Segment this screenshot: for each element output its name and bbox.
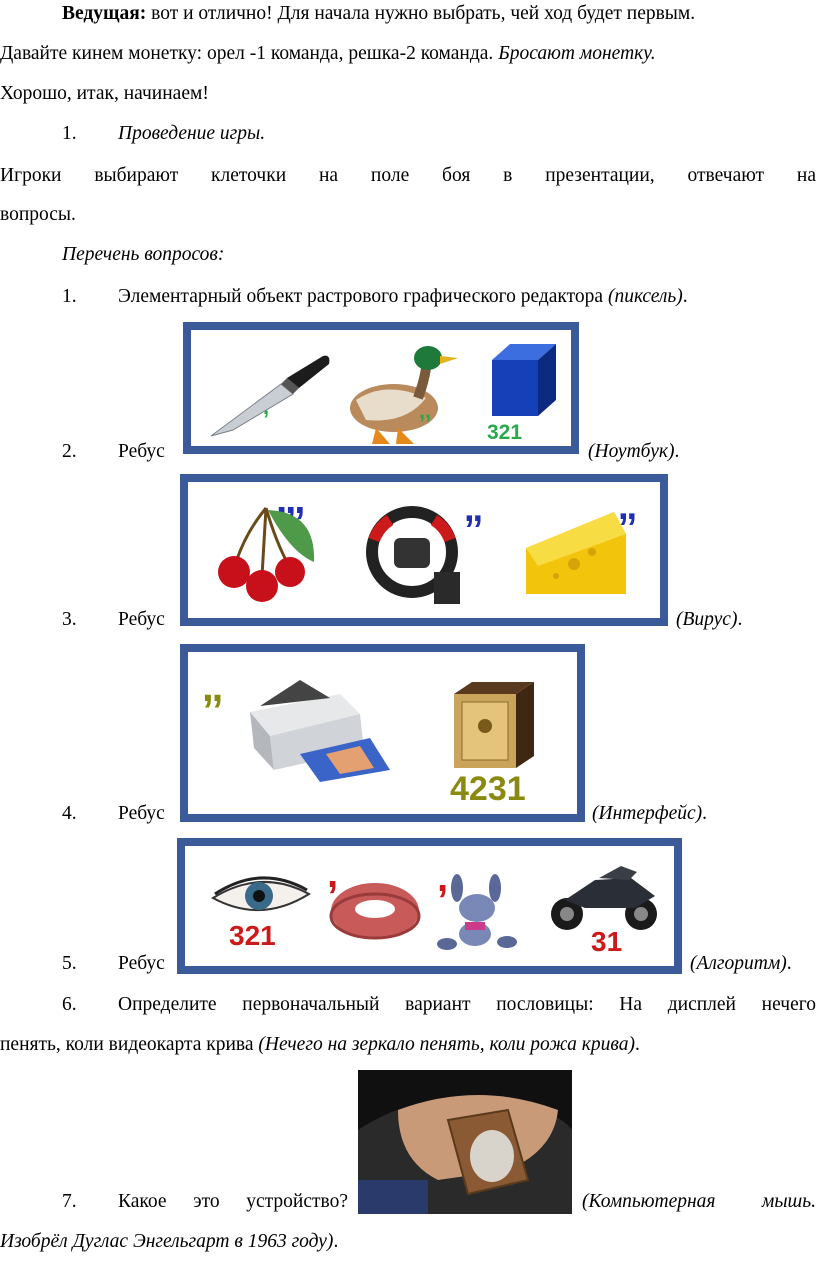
motorcycle-image — [551, 866, 657, 930]
rebus-3-frame: ,,, ,, ,, — [180, 474, 668, 626]
intro-line-3: Хорошо, итак, начинаем! — [0, 83, 209, 104]
question-1-number: 1. — [62, 286, 77, 307]
cube-image — [492, 344, 556, 416]
rebus-2-mark-2: ,, — [419, 398, 432, 423]
question-2-text: Ребус — [118, 441, 165, 462]
questions-heading: Перечень вопросов: — [62, 244, 225, 265]
rebus-4-digits: 4231 — [450, 770, 526, 808]
rebus-5-digits-1: 321 — [229, 920, 276, 951]
cherries-image — [218, 507, 315, 602]
question-3-number: 3. — [62, 609, 77, 630]
question-3-text: Ребус — [118, 609, 165, 630]
players-line-2: вопросы. — [0, 204, 76, 225]
question-4-text: Ребус — [118, 803, 165, 824]
section-number: 1. — [62, 123, 77, 144]
host-label: Ведущая: — [62, 3, 147, 24]
question-7-text: Какое это устройство? — [118, 1191, 348, 1212]
cheese-image — [526, 512, 626, 594]
question-3-answer: (Вирус). — [676, 609, 743, 630]
question-6-line-2: пенять, коли видеокарта крива (Нечего на… — [0, 1034, 640, 1055]
question-4-number: 4. — [62, 803, 77, 824]
intro-line-1-text: вот и отлично! Для начала нужно выбрать,… — [146, 3, 696, 24]
intro-line-1: Ведущая: вот и отлично! Для начала нужно… — [62, 2, 695, 26]
rebus-2-mark-1: , — [263, 394, 270, 419]
question-5-answer: (Алгоритм). — [690, 953, 792, 974]
rebus-5-frame: 321 , , 31 — [177, 838, 682, 974]
engelbart-mouse-photo — [358, 1070, 572, 1214]
question-7-line-2: Изобрёл Дуглас Энгельгарт в 1963 году). — [0, 1231, 339, 1252]
safe-image — [454, 682, 534, 768]
rebus-2-frame: , ,, 321 — [183, 322, 579, 454]
intro-line-2: Давайте кинем монетку: орел -1 команда, … — [0, 42, 656, 66]
question-5-text: Ребус — [118, 953, 165, 974]
intro-line-2-text: Давайте кинем монетку: орел -1 команда, … — [0, 43, 499, 64]
rebus-5-mark-1: , — [327, 852, 339, 896]
knife-image — [210, 355, 330, 437]
question-4-answer: (Интерфейс). — [592, 803, 708, 824]
rebus-3-mark-2: ,, — [464, 488, 483, 530]
players-line-1: Игроки выбирают клеточки на поле боя в п… — [0, 165, 816, 186]
rebus-5-mark-2: , — [437, 856, 449, 900]
question-6-number: 6. — [62, 994, 77, 1015]
question-5-number: 5. — [62, 953, 77, 974]
eye-image — [211, 876, 311, 912]
question-6-text: Определите первоначальный вариант послов… — [118, 994, 816, 1015]
question-7-answer: (Компьютерная мышь. — [582, 1191, 816, 1212]
donkey-image — [437, 874, 517, 950]
torus-image — [329, 883, 421, 940]
printer-image — [250, 680, 390, 782]
section-title: Проведение игры. — [118, 123, 266, 144]
intro-line-2-italic: Бросают монетку. — [498, 43, 656, 64]
question-2-answer: (Ноутбук). — [588, 441, 680, 462]
question-2-number: 2. — [62, 441, 77, 462]
steering-wheel-image — [366, 506, 460, 604]
rebus-5-digits-2: 31 — [591, 926, 623, 957]
rebus-4-frame: ,, 4231 — [180, 644, 585, 822]
rebus-3-mark-3: ,, — [618, 486, 637, 528]
rebus-2-digits: 321 — [487, 421, 523, 444]
duck-image — [350, 346, 458, 444]
question-1-text: Элементарный объект растрового графическ… — [118, 286, 688, 307]
rebus-4-mark-1: ,, — [202, 663, 223, 710]
question-7-number: 7. — [62, 1191, 77, 1212]
